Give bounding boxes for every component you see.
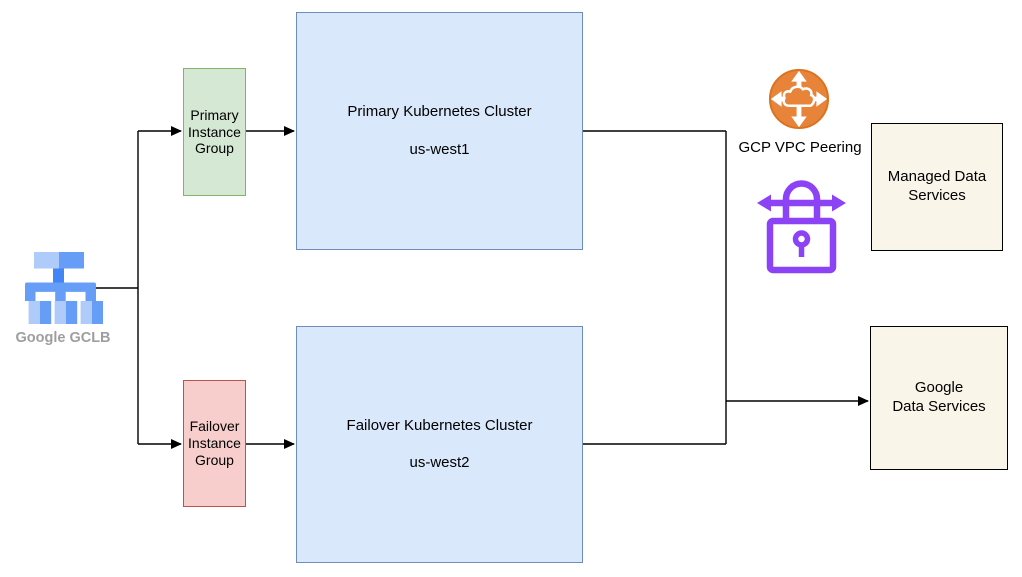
google-data-services-label: Google Data Services: [892, 379, 986, 415]
failover-instance-group-label: Failover Instance Group: [188, 418, 241, 468]
failover-instance-group-box: Failover Instance Group: [183, 380, 246, 507]
gclb-label: Google GCLB: [15, 330, 111, 346]
failover-cluster-region: us-west2: [409, 454, 470, 471]
gclb-tree-icon: [25, 252, 103, 324]
failover-cluster-title: Failover Kubernetes Cluster: [346, 416, 533, 434]
failover-kubernetes-cluster-box: Failover Kubernetes Cluster us-west2: [296, 326, 583, 563]
google-data-services-box: Google Data Services: [870, 326, 1008, 470]
vpc-peering-label: GCP VPC Peering: [738, 139, 862, 156]
managed-data-services-label: Managed Data Services: [887, 168, 987, 204]
primary-cluster-region: us-west1: [409, 140, 470, 158]
primary-instance-group-label: Primary Instance Group: [188, 106, 241, 157]
vpc-peering-icon: [768, 68, 830, 130]
primary-cluster-title: Primary Kubernetes Cluster: [347, 103, 532, 121]
managed-data-services-box: Managed Data Services: [871, 123, 1003, 251]
secure-peering-lock-icon: [757, 180, 846, 274]
primary-instance-group-box: Primary Instance Group: [183, 68, 246, 196]
primary-kubernetes-cluster-box: Primary Kubernetes Cluster us-west1: [296, 12, 583, 250]
